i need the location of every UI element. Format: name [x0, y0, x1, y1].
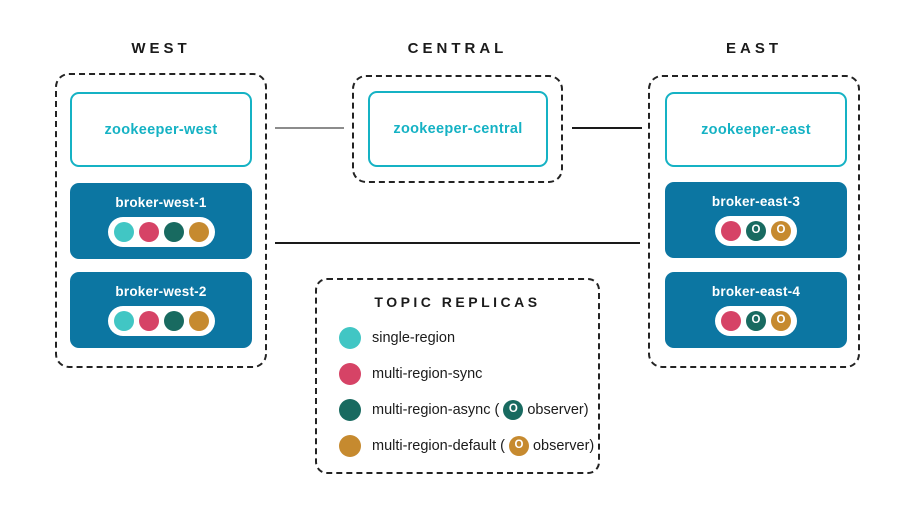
broker-east-4-node: broker-east-4 O O [665, 272, 847, 348]
replica-dot-single-region [113, 222, 134, 242]
connector-zookeeper-west-central [275, 127, 344, 129]
observer-letter: O [776, 224, 786, 237]
replica-dot-multi-region-sync [138, 222, 159, 242]
legend-label: single-region [372, 330, 456, 346]
replica-dot-multi-region-default [188, 222, 209, 242]
region-label-east: EAST [725, 40, 782, 57]
legend-dot-multi-region-async [339, 399, 361, 421]
replica-dot-multi-region-sync [138, 311, 159, 331]
legend-label-prefix: multi-region-default ( [372, 438, 505, 454]
legend-dot-multi-region-sync [339, 363, 361, 385]
legend-label-suffix: observer) [527, 402, 589, 418]
legend-item-multi-region-default: multi-region-default ( O observer) [339, 428, 598, 464]
zookeeper-central-label: zookeeper-central [393, 121, 523, 137]
legend-rows: single-region multi-region-sync multi-re… [317, 310, 598, 464]
replica-pill: O O [715, 216, 797, 246]
broker-west-2-node: broker-west-2 [70, 272, 252, 348]
legend-item-multi-region-sync: multi-region-sync [339, 356, 598, 392]
observer-letter: O [751, 224, 761, 237]
zookeeper-central-node: zookeeper-central [368, 91, 548, 167]
replica-dot-multi-region-default-observer: O [771, 311, 791, 331]
legend-label: multi-region-async ( O observer) [372, 400, 589, 420]
connector-zookeeper-central-east [572, 127, 642, 129]
region-container-east [648, 75, 860, 368]
replica-dot-multi-region-async-observer: O [746, 221, 766, 241]
legend-label: multi-region-sync [372, 366, 483, 382]
region-container-west [55, 73, 267, 368]
replica-dot-single-region [113, 311, 134, 331]
legend-item-multi-region-async: multi-region-async ( O observer) [339, 392, 598, 428]
replica-dot-multi-region-async [163, 311, 184, 331]
legend-title: TOPIC REPLICAS [374, 294, 541, 310]
zookeeper-west-label: zookeeper-west [104, 121, 218, 138]
connector-broker-west-east [275, 242, 640, 244]
replica-dot-multi-region-default [188, 311, 209, 331]
legend-dot-single-region [339, 327, 361, 349]
legend-label-prefix: multi-region-async ( [372, 402, 500, 418]
legend-dot-multi-region-default [339, 435, 361, 457]
replica-dot-multi-region-sync [721, 221, 741, 241]
legend-label: multi-region-default ( O observer) [372, 436, 594, 456]
broker-east-4-label: broker-east-4 [711, 284, 801, 299]
region-label-central: CENTRAL [407, 40, 508, 57]
observer-letter: O [514, 439, 524, 452]
replica-dot-multi-region-async [163, 222, 184, 242]
replica-dot-multi-region-default-observer: O [771, 221, 791, 241]
legend-label-suffix: observer) [532, 438, 595, 454]
broker-west-1-label: broker-west-1 [115, 195, 207, 210]
replica-dot-multi-region-async-observer: O [746, 311, 766, 331]
broker-east-3-label: broker-east-3 [711, 194, 801, 209]
legend-observer-dot-default: O [508, 436, 529, 456]
replica-pill [107, 306, 215, 336]
broker-east-3-node: broker-east-3 O O [665, 182, 847, 258]
replica-dot-multi-region-sync [721, 311, 741, 331]
zookeeper-east-label: zookeeper-east [701, 121, 811, 138]
observer-letter: O [751, 314, 761, 327]
observer-letter: O [776, 314, 786, 327]
broker-west-1-node: broker-west-1 [70, 183, 252, 259]
replica-pill: O O [715, 306, 797, 336]
observer-letter: O [508, 403, 518, 416]
broker-west-2-label: broker-west-2 [115, 284, 207, 299]
region-container-central [352, 75, 563, 183]
legend-item-single-region: single-region [339, 320, 598, 356]
legend-observer-dot-async: O [503, 400, 524, 420]
region-label-west: WEST [131, 40, 191, 57]
legend-box: TOPIC REPLICAS single-region multi-regio… [315, 278, 600, 474]
zookeeper-west-node: zookeeper-west [70, 92, 252, 167]
replica-pill [107, 217, 215, 247]
zookeeper-east-node: zookeeper-east [665, 92, 847, 167]
